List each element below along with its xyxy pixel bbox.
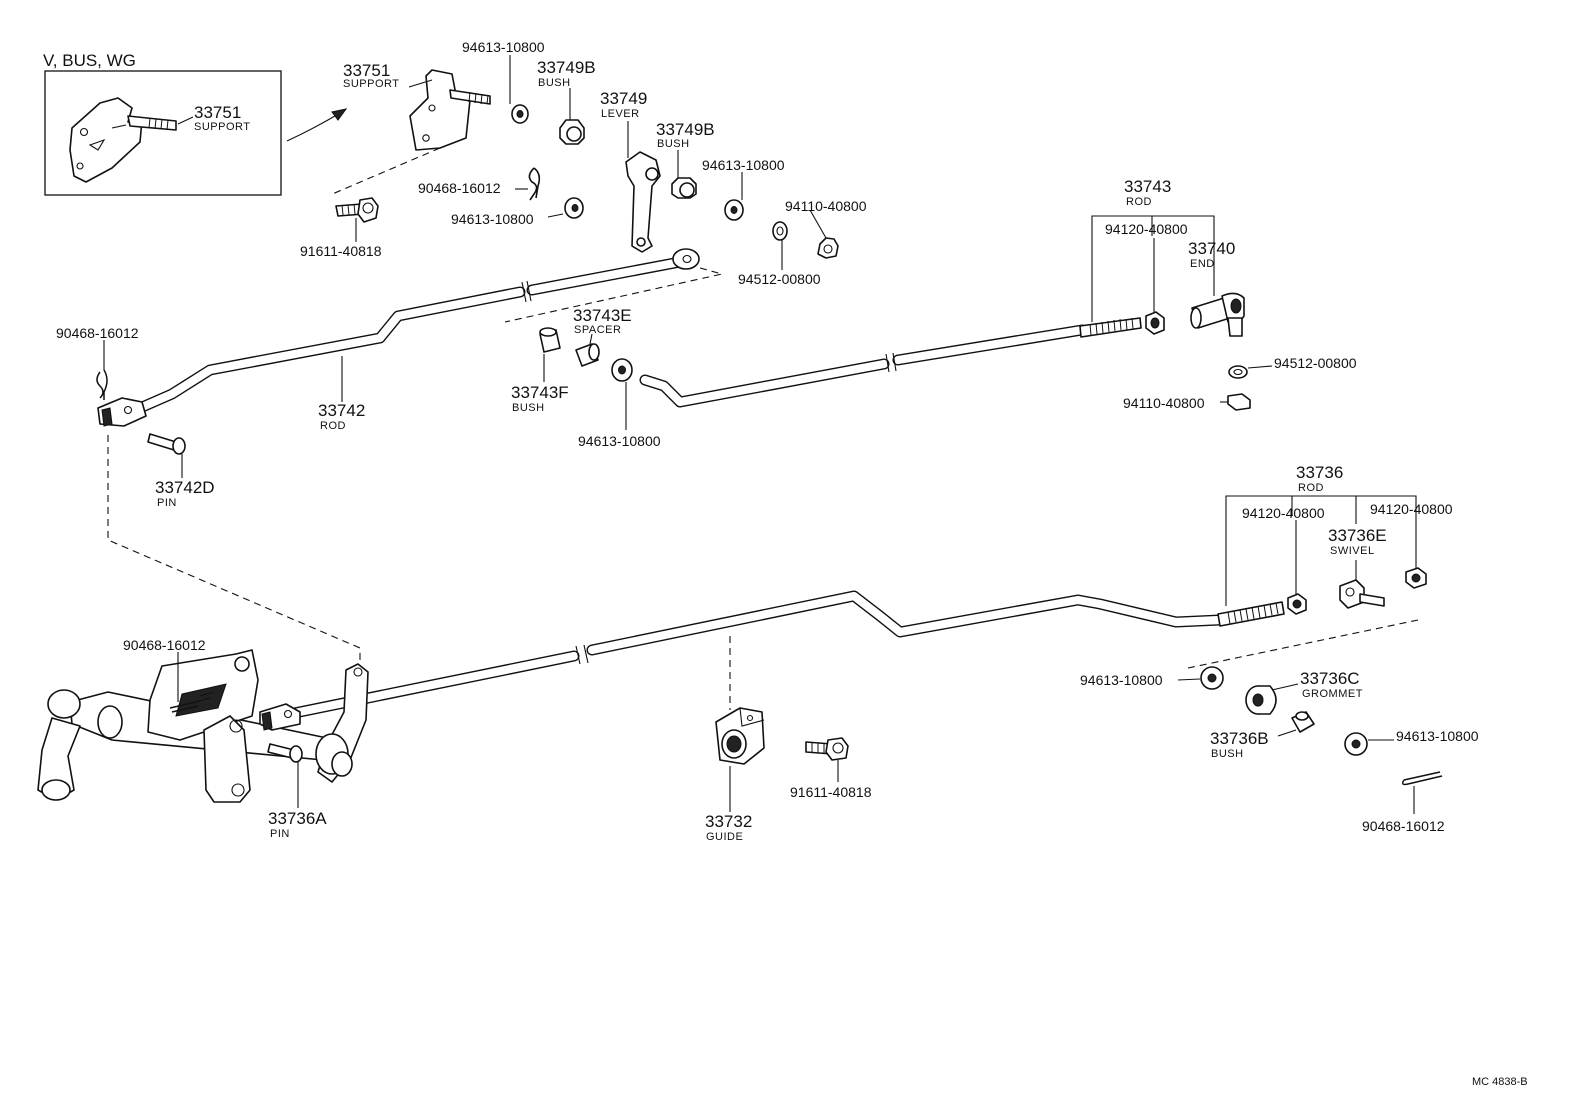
label-grommet-33736C-number: 33736C — [1300, 669, 1360, 688]
label-swivel-33736E-number: 33736E — [1328, 526, 1387, 545]
bush-33749B-b — [671, 177, 697, 199]
washer-left — [564, 197, 584, 219]
label-bush-33743F-description: BUSH — [512, 402, 545, 414]
label-nut-94120-right: 94120-40800 — [1370, 501, 1453, 517]
label-lockwasher-94512-top: 94512-00800 — [738, 271, 821, 287]
label-clip-90468-bottom: 90468-16012 — [1362, 818, 1445, 834]
label-clip-90468-left: 90468-16012 — [56, 325, 139, 341]
label-nut-94110-right: 94110-40800 — [1123, 395, 1205, 411]
support-33751 — [409, 69, 491, 151]
label-lockwasher-94512-right: 94512-00800 — [1274, 355, 1357, 371]
label-pin-33736A-number: 33736A — [268, 809, 327, 828]
nut-94110-right — [1227, 393, 1251, 411]
reference-code: MC 4838-B — [1472, 1076, 1528, 1088]
bush-33749B-a — [559, 119, 585, 145]
label-support-33751-number: 33751 — [343, 61, 390, 80]
label-clip-90468-lower: 90468-16012 — [123, 637, 206, 653]
bolt-91611-bottom — [805, 737, 849, 761]
guide-33732 — [715, 707, 765, 765]
label-nut-94110-top: 94110-40800 — [785, 198, 867, 214]
washer-lower-left — [1200, 666, 1224, 690]
label-spacer-33743E-number: 33743E — [573, 306, 632, 325]
label-washer-top: 94613-10800 — [462, 39, 545, 55]
label-clip-90468-top: 90468-16012 — [418, 180, 501, 196]
clip-90468-bottom — [1401, 771, 1443, 786]
clip-90468-top — [528, 167, 541, 201]
label-spacer-33743E-description: SPACER — [574, 324, 621, 336]
label-lever-33749-description: LEVER — [601, 108, 640, 120]
rod-33736 — [264, 590, 1285, 724]
label-rod-33736-number: 33736 — [1296, 463, 1343, 482]
spacer-33743E — [575, 343, 600, 367]
label-guide-33732-number: 33732 — [705, 812, 752, 831]
label-bolt-91611-bottom: 91611-40818 — [790, 784, 872, 800]
label-lever-33749-number: 33749 — [600, 89, 647, 108]
label-rod-33743-number: 33743 — [1124, 177, 1171, 196]
label-washer-lower-left: 94613-10800 — [1080, 672, 1163, 688]
label-bush-33749B-b-number: 33749B — [656, 120, 715, 139]
inset-part-description: SUPPORT — [194, 121, 250, 133]
label-bush-33743F-number: 33743F — [511, 383, 569, 402]
label-grommet-33736C-description: GROMMET — [1302, 688, 1363, 700]
label-nut-94120-top: 94120-40800 — [1105, 221, 1188, 237]
shift-shaft-assembly — [37, 649, 369, 803]
label-pin-33742D-description: PIN — [157, 497, 177, 509]
inset-variant-box: V, BUS, WG 33751 SUPPORT — [43, 51, 282, 196]
label-end-33740-number: 33740 — [1188, 239, 1235, 258]
label-rod-33743-description: ROD — [1126, 196, 1152, 208]
nut-94120-mid — [1287, 593, 1307, 615]
label-bush-33749B-a-number: 33749B — [537, 58, 596, 77]
inset-arrow — [286, 112, 341, 142]
label-bolt-91611-top: 91611-40818 — [300, 243, 382, 259]
label-bush-33749B-a-description: BUSH — [538, 77, 571, 89]
grommet-33736C — [1245, 685, 1277, 715]
rod-33742 — [134, 248, 700, 414]
lever-33749 — [625, 151, 661, 253]
clip-90468-lower — [169, 701, 199, 713]
clip-90468-left — [96, 369, 108, 400]
label-bush-33736B-number: 33736B — [1210, 729, 1269, 748]
label-washer-mid: 94613-10800 — [578, 433, 661, 449]
label-bush-33736B-description: BUSH — [1211, 748, 1244, 760]
label-washer-left: 94613-10800 — [451, 211, 534, 227]
rod-33743 — [639, 317, 1142, 408]
bush-33736B — [1291, 711, 1315, 733]
label-washer-lever: 94613-10800 — [702, 157, 785, 173]
label-pin-33742D-number: 33742D — [155, 478, 215, 497]
label-pin-33736A-description: PIN — [270, 828, 290, 840]
label-bush-33749B-b-description: BUSH — [657, 138, 690, 150]
lockwasher-94512-right — [1228, 365, 1248, 379]
washer-lower-right — [1344, 732, 1368, 756]
nut-94120-top — [1145, 311, 1165, 335]
bush-33743F — [539, 327, 561, 353]
label-rod-33736-description: ROD — [1298, 482, 1324, 494]
inset-title: V, BUS, WG — [43, 51, 136, 70]
nut-94110-top — [817, 237, 839, 259]
pin-33736A — [267, 743, 303, 763]
end-33740 — [1190, 292, 1245, 337]
inset-arrow-head — [331, 108, 348, 121]
inset-part-number: 33751 — [194, 103, 241, 122]
label-end-33740-description: END — [1190, 258, 1215, 270]
inset-support-bracket — [69, 97, 143, 183]
nut-94120-right — [1405, 567, 1427, 589]
label-guide-33732-description: GUIDE — [706, 831, 743, 843]
pin-33742D — [147, 433, 186, 455]
label-rod-33742-description: ROD — [320, 420, 346, 432]
washer-mid — [611, 358, 633, 382]
lockwasher-94512-top — [772, 221, 788, 241]
washer-lever — [724, 199, 744, 221]
label-swivel-33736E-description: SWIVEL — [1330, 545, 1375, 557]
label-washer-lower-right: 94613-10800 — [1396, 728, 1479, 744]
swivel-33736E — [1339, 579, 1385, 609]
washer-top — [511, 104, 529, 124]
clevis-left — [97, 397, 147, 427]
label-rod-33742-number: 33742 — [318, 401, 365, 420]
label-nut-94120-mid: 94120-40800 — [1242, 505, 1325, 521]
bolt-91611-top — [335, 197, 379, 223]
label-support-33751-description: SUPPORT — [343, 78, 399, 90]
